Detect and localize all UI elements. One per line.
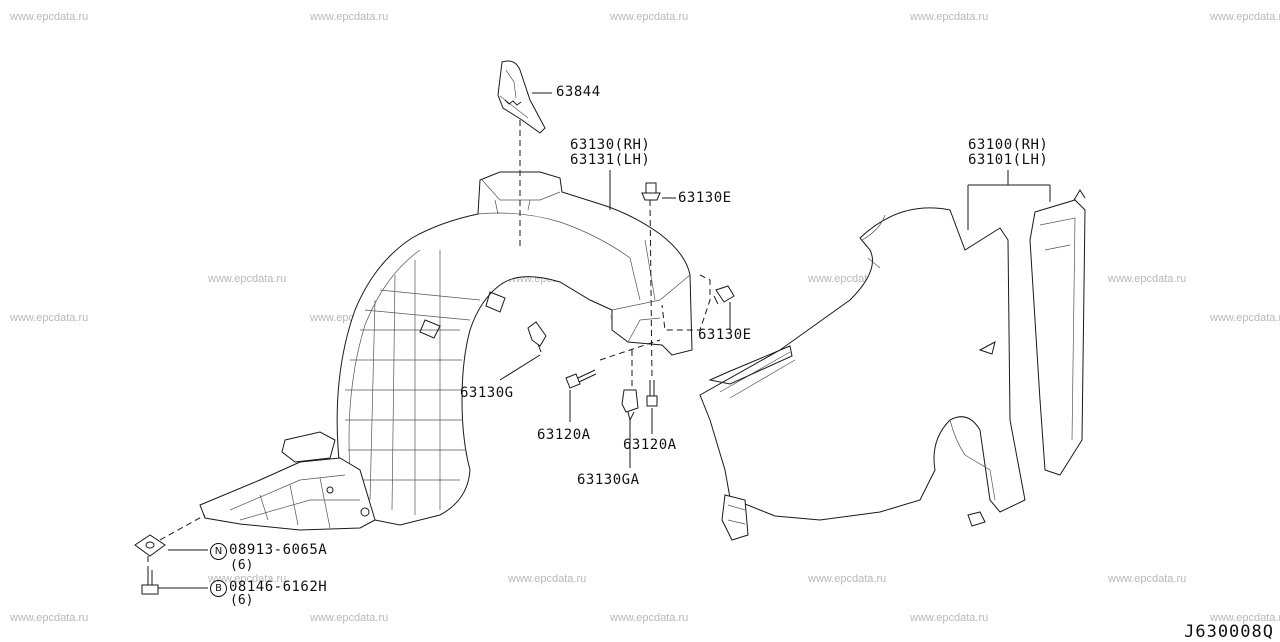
- label-63130e-top: 63130E: [678, 190, 732, 206]
- watermark: www.epcdata.ru: [1108, 273, 1187, 285]
- label-63100-rh: 63100(RH): [968, 137, 1049, 153]
- label-63120a-left: 63120A: [537, 427, 591, 443]
- watermark: www.epcdata.ru: [610, 11, 689, 23]
- watermark: www.epcdata.ru: [910, 612, 989, 624]
- diagram-reference: J630008Q: [1184, 622, 1274, 642]
- watermark: www.epcdata.ru: [10, 312, 89, 324]
- label-63130g: 63130G: [460, 385, 514, 401]
- label-bolt-qty: (6): [230, 593, 254, 608]
- watermark: www.epcdata.ru: [1210, 612, 1280, 624]
- label-63130-rh: 63130(RH): [570, 137, 651, 153]
- clip-63130ga: [621, 389, 639, 422]
- clip-63130g: [527, 321, 547, 353]
- label-63130e-right: 63130E: [698, 327, 752, 343]
- watermark: www.epcdata.ru: [808, 573, 887, 585]
- watermark: www.epcdata.ru: [10, 612, 89, 624]
- bolt-08146: [141, 570, 159, 595]
- label-63101-lh: 63101(LH): [968, 152, 1049, 168]
- watermark: www.epcdata.ru: [1210, 11, 1280, 23]
- label-nut-code: 08913-6065A: [229, 542, 328, 558]
- watermark: www.epcdata.ru: [310, 612, 389, 624]
- nut-08913: [134, 534, 166, 557]
- label-bolt-code: 08146-6162H: [229, 579, 328, 595]
- nut-symbol-icon: N: [210, 543, 227, 560]
- watermark: www.epcdata.ru: [910, 11, 989, 23]
- watermark: www.epcdata.ru: [310, 11, 389, 23]
- label-63131-lh: 63131(LH): [570, 152, 651, 168]
- watermark: www.epcdata.ru: [508, 573, 587, 585]
- fender-liner-part: [336, 171, 693, 526]
- label-63844: 63844: [556, 84, 601, 100]
- front-fender-part: [699, 189, 1086, 541]
- watermark: www.epcdata.ru: [1108, 573, 1187, 585]
- screw-63120a-right: [646, 380, 658, 407]
- clip-63130e-right: [713, 285, 735, 305]
- clip-63130e-top: [641, 182, 661, 201]
- watermark: www.epcdata.ru: [1210, 312, 1280, 324]
- label-63130ga: 63130GA: [577, 472, 640, 488]
- leader-lines: [147, 92, 1051, 589]
- splash-shield-part: [199, 431, 376, 531]
- watermark: www.epcdata.ru: [208, 573, 287, 585]
- watermark: www.epcdata.ru: [10, 11, 89, 23]
- screw-63120a-left: [565, 369, 597, 389]
- label-63120a-right: 63120A: [623, 437, 677, 453]
- watermark: www.epcdata.ru: [208, 273, 287, 285]
- bolt-symbol-icon: B: [210, 580, 227, 597]
- front-protector-part: [497, 60, 546, 134]
- watermark: www.epcdata.ru: [610, 612, 689, 624]
- label-nut-qty: (6): [230, 558, 254, 573]
